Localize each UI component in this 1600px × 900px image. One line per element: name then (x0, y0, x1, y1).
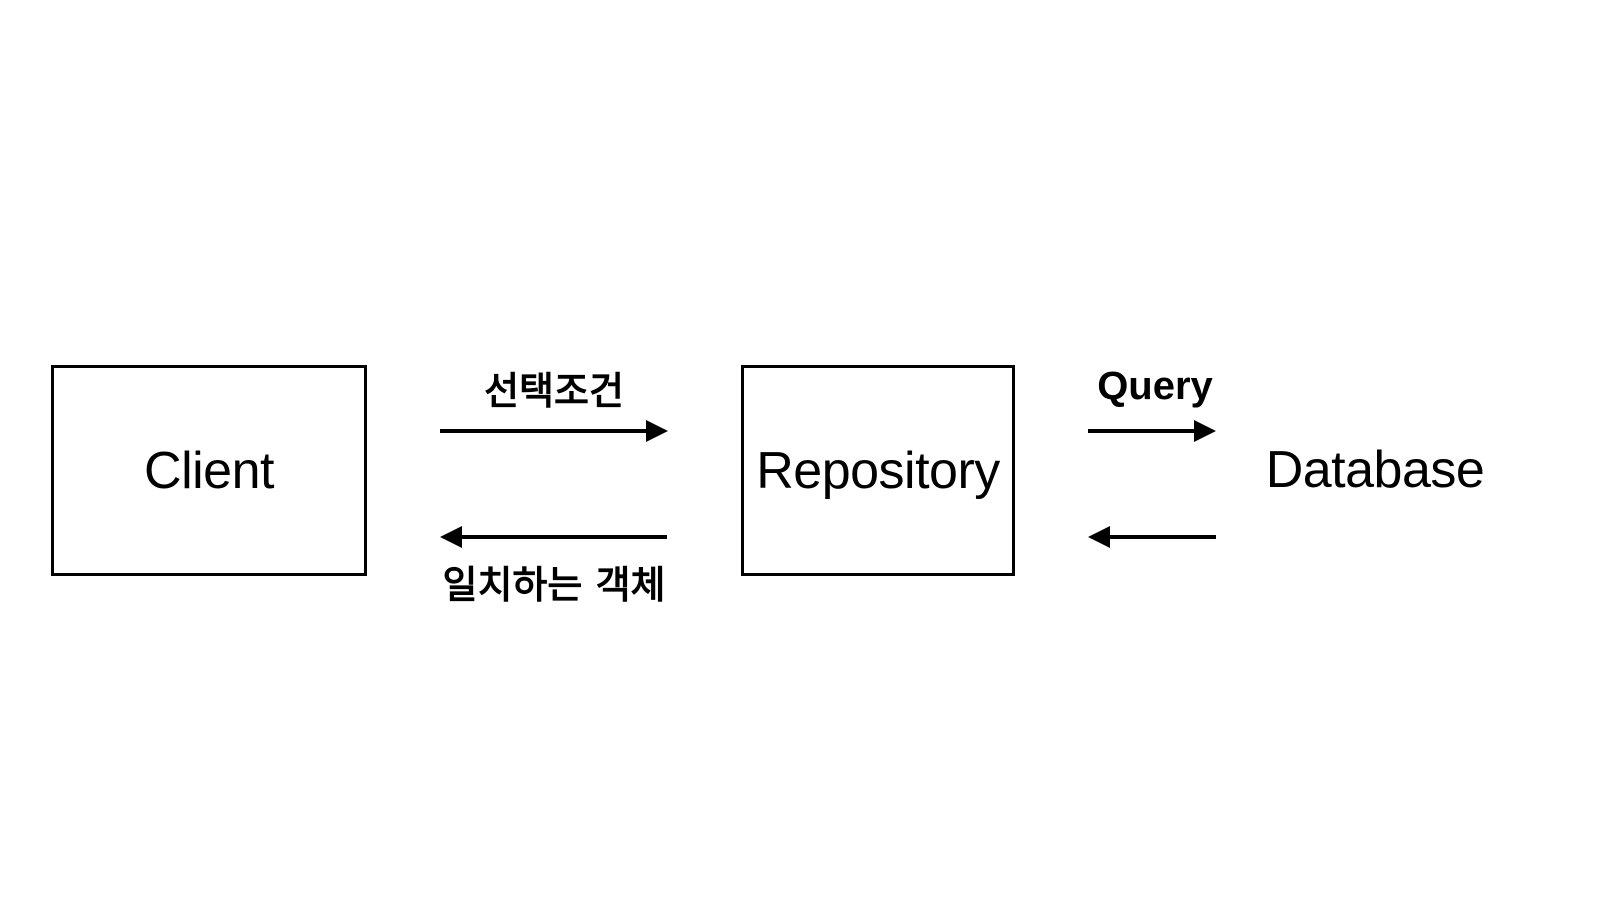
arrow-database-to-repository (1088, 526, 1216, 548)
repository-node: Repository (741, 365, 1015, 576)
database-label: Database (1265, 441, 1485, 499)
database-node: Database (1250, 430, 1500, 510)
edge-label-matching-objects: 일치하는 객체 (442, 563, 666, 607)
client-node: Client (51, 365, 367, 576)
edge-label-query: Query (1097, 364, 1213, 408)
arrow-client-to-repository (440, 420, 668, 442)
arrow-repository-to-client (440, 526, 667, 548)
repository-label: Repository (756, 441, 1000, 500)
edge-label-selection-criteria: 선택조건 (484, 369, 624, 413)
arrow-repository-to-database (1088, 420, 1216, 442)
client-label: Client (144, 441, 274, 500)
